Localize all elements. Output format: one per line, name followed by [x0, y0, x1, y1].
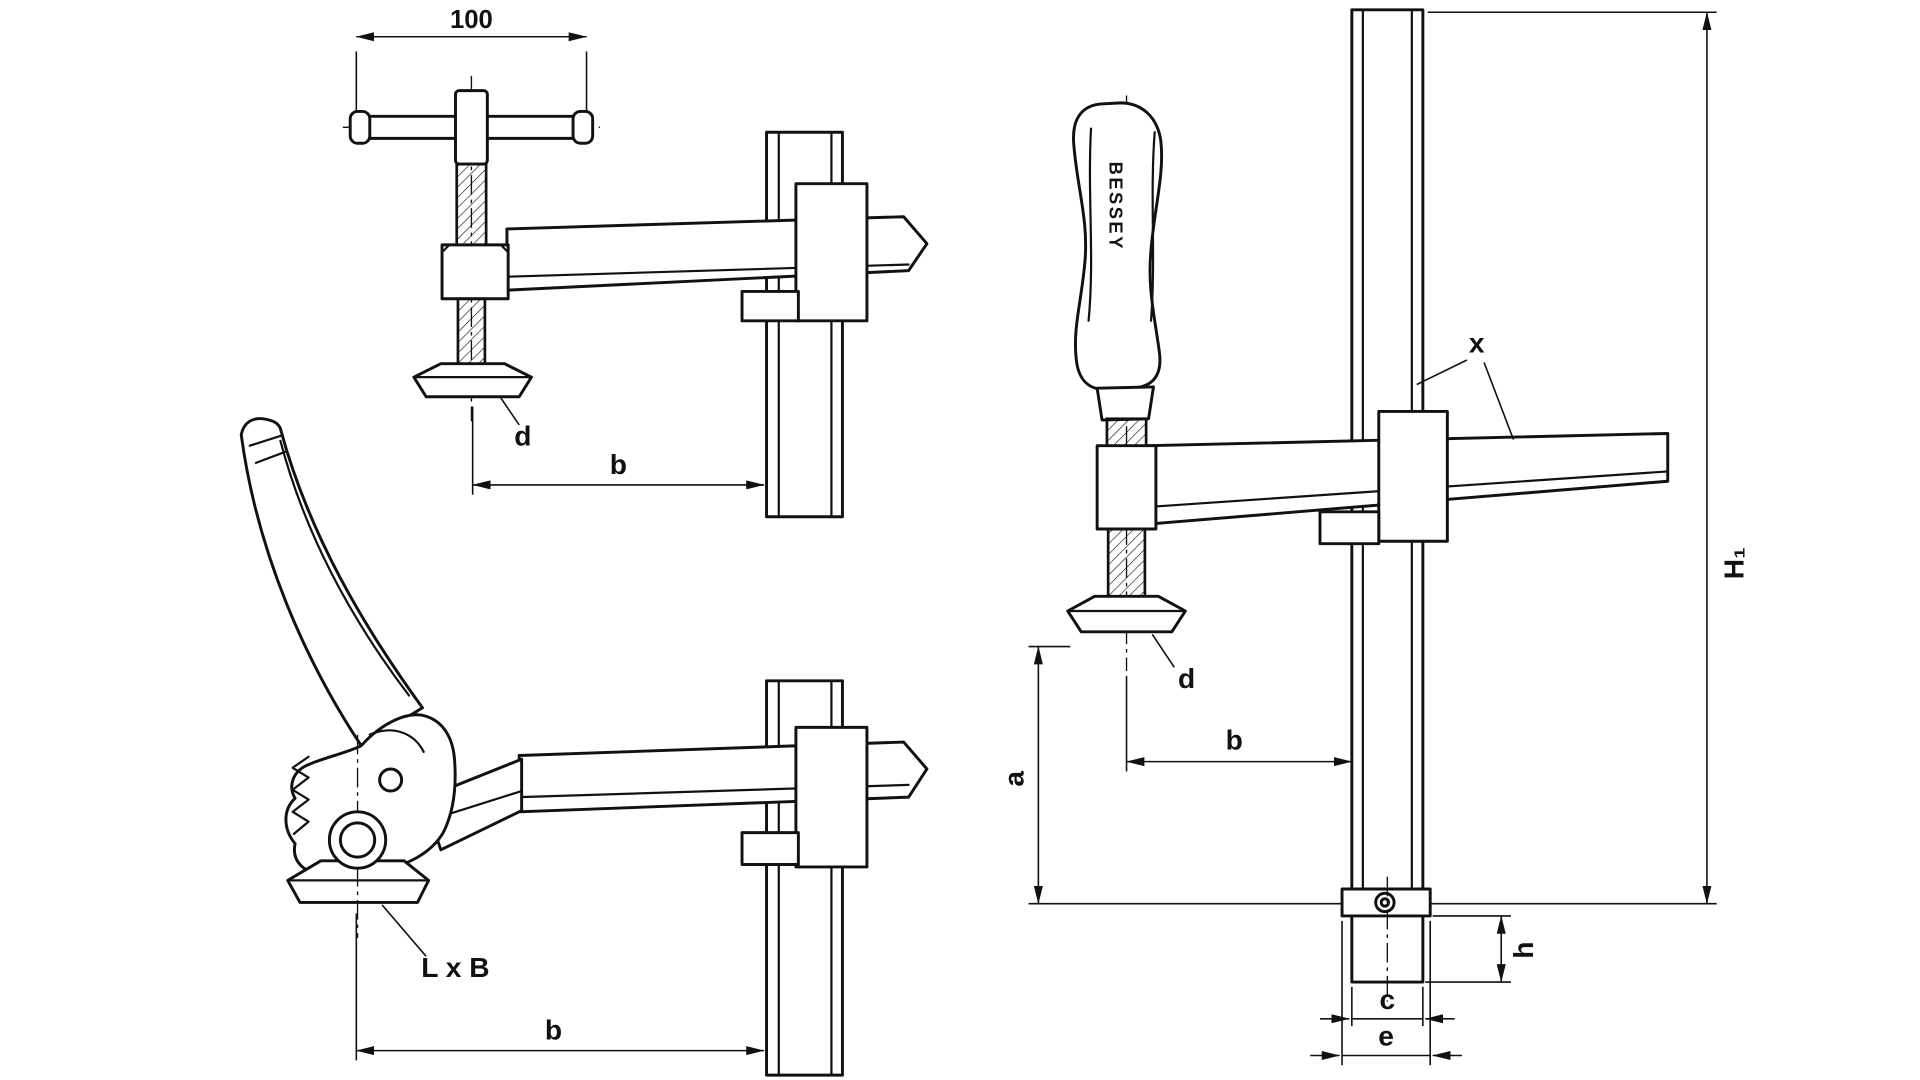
clamp-plate	[740, 289, 800, 323]
block-outline	[1377, 409, 1449, 543]
handle-outline	[239, 417, 424, 748]
ratchet-teeth	[291, 755, 310, 835]
grip-ridge	[254, 450, 287, 464]
dim-label-b: b	[610, 449, 627, 480]
lever-handle	[239, 417, 424, 748]
body-chamfer	[440, 243, 451, 254]
dimension-b: b	[1125, 675, 1353, 772]
clamp-plate	[1318, 510, 1381, 546]
sliding-block	[1318, 409, 1449, 546]
spindle-head	[454, 89, 489, 166]
dimension-x: x	[1416, 328, 1515, 440]
dim-label-b: b	[545, 1015, 562, 1046]
dim-label-h1: H₁	[1719, 547, 1750, 579]
leader-line	[1416, 359, 1468, 386]
block-outline	[794, 182, 869, 323]
dim-label-e: e	[1378, 1021, 1394, 1052]
t-bar-end-right	[571, 109, 595, 145]
view-front-clamp: BESSEY d x	[999, 8, 1750, 1066]
spindle-assembly: BESSEY	[1066, 95, 1187, 672]
handle-collar	[1095, 385, 1155, 422]
dim-label-x: x	[1469, 328, 1485, 359]
brand-label: BESSEY	[1105, 162, 1126, 251]
dimension-c: c	[1320, 984, 1455, 1027]
dim-label-d: d	[514, 421, 531, 452]
dimension-b: b	[355, 913, 765, 1061]
dimension-e: e	[1310, 920, 1463, 1066]
view-lever-clamp: L x B b	[239, 417, 929, 1077]
leader-line	[1151, 633, 1175, 668]
view-t-handle-clamp: 100 d b	[342, 6, 929, 519]
rail-end-stop	[1340, 876, 1432, 1002]
dim-label-100: 100	[450, 6, 493, 34]
dimension-lxb: L x B	[381, 904, 490, 983]
body-chamfer	[499, 243, 510, 254]
threaded-rod-lower	[1106, 527, 1147, 599]
leader-line	[1483, 362, 1515, 440]
spindle-assembly	[342, 75, 600, 422]
swivel-pad	[412, 362, 533, 399]
spindle-body	[440, 243, 510, 301]
dim-label-a: a	[999, 771, 1030, 787]
handle-contour	[1149, 131, 1156, 322]
linkage-pin	[378, 767, 404, 793]
dimension-b: b	[471, 406, 765, 495]
dimension-d: d	[1151, 633, 1195, 694]
head-inner-contour	[368, 729, 425, 753]
handle-contour	[1087, 127, 1093, 322]
end-cap-screw	[1374, 891, 1396, 914]
dim-label-h: h	[1508, 942, 1539, 959]
grip-ridge	[248, 434, 282, 447]
block-outline	[794, 725, 869, 869]
handle-inner-line	[279, 439, 411, 697]
dimension-d: d	[500, 397, 531, 452]
sliding-block	[740, 182, 869, 323]
dim-label-lxb: L x B	[421, 952, 489, 983]
dimension-a: a	[999, 645, 1343, 905]
spindle-boss	[1095, 444, 1158, 531]
dimension-100: 100	[355, 6, 588, 113]
swivel-pad	[1066, 594, 1187, 634]
leader-line	[500, 397, 520, 426]
pivot-inner	[338, 821, 377, 859]
dimension-h1: H₁	[1427, 11, 1750, 905]
dim-label-c: c	[1380, 984, 1396, 1015]
threaded-rod-upper	[455, 162, 488, 247]
dimension-h: h	[1425, 915, 1539, 983]
dim-label-d: d	[1178, 663, 1195, 694]
leader-line	[381, 904, 427, 957]
end-cap-screw-center	[1379, 897, 1391, 908]
threaded-rod-lower	[456, 297, 487, 367]
clamp-plate	[740, 831, 800, 866]
dim-label-b: b	[1226, 724, 1243, 755]
t-bar-end-left	[348, 109, 372, 145]
sliding-block	[740, 725, 869, 869]
pivot	[327, 734, 388, 938]
